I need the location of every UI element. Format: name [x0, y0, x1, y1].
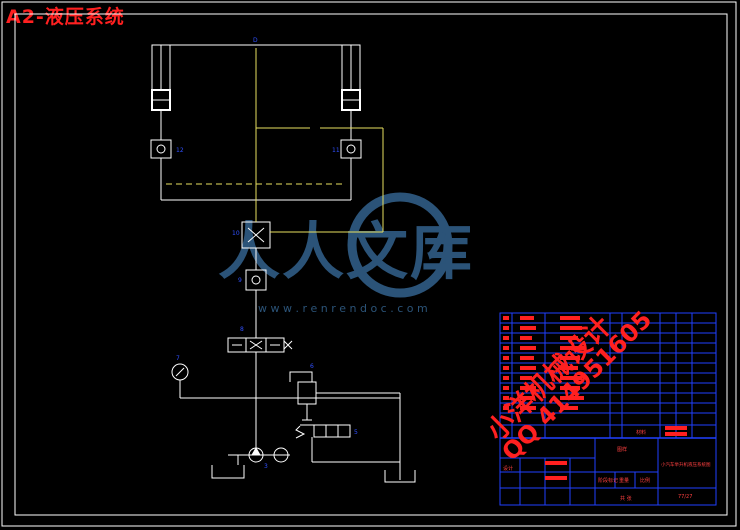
solenoid-valve — [313, 424, 351, 438]
watermark-logo-circle — [347, 192, 453, 298]
title-block-drawing-name: 小汽车举升机液压系统图 — [661, 461, 711, 468]
title-block-weight: 重量 — [619, 477, 629, 484]
label-flow-divider: 10 — [232, 230, 240, 237]
label-pump: 3 — [264, 463, 268, 470]
drawing-border-inner — [14, 13, 728, 516]
right-cylinder — [341, 44, 361, 111]
title-block-sheet: 共 张 — [620, 495, 632, 502]
label-relief-valve: 6 — [310, 363, 314, 370]
left-check-valve — [150, 139, 172, 159]
drawing-title: A2-液压系统 — [6, 6, 125, 28]
watermark-text: 人人文库 — [218, 215, 474, 288]
title-block-material: 材料 — [636, 429, 646, 436]
watermark-url: w w w . r e n r e n d o c . c o m — [258, 302, 428, 315]
pilot-lines — [166, 48, 384, 233]
tank-right — [384, 470, 416, 483]
tank-left — [211, 465, 245, 479]
directional-valve — [227, 337, 293, 353]
title-block — [499, 312, 717, 506]
label-solenoid-valve: 5 — [354, 429, 358, 436]
label-right-check: 11 — [332, 147, 340, 154]
label-top-node: D — [253, 37, 258, 44]
pressure-gauge — [171, 363, 189, 381]
left-cylinder — [151, 44, 171, 111]
title-block-entries — [503, 316, 687, 480]
right-check-valve — [340, 139, 362, 159]
relief-valve — [289, 371, 400, 405]
title-block-footer: 77/27 — [678, 494, 692, 500]
title-block-stage: 阶段标记 — [598, 477, 618, 484]
label-gauge: 7 — [176, 355, 180, 362]
motor — [273, 447, 289, 463]
watermark: 人人文库 w w w . r e n r e n d o c . c o m — [218, 192, 474, 315]
title-block-row-label: 设计 — [503, 465, 513, 472]
label-lower-check: 9 — [238, 277, 242, 284]
title-block-org: 图样 — [617, 446, 627, 453]
label-left-check: 12 — [176, 147, 184, 154]
title-block-scale: 比例 — [640, 477, 650, 484]
label-directional-valve: 8 — [240, 326, 244, 333]
